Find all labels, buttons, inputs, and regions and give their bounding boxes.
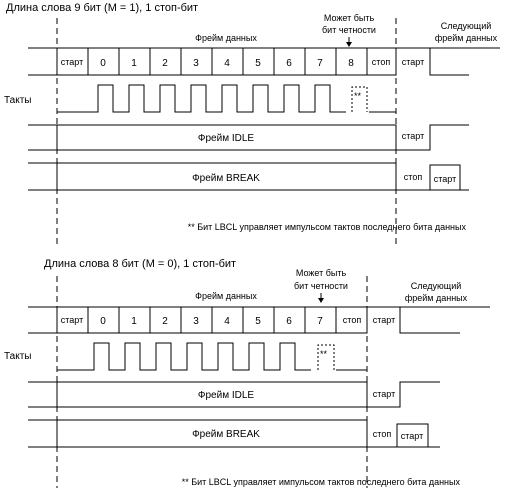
diagram-title: Длина слова 8 бит (М = 0), 1 стоп-бит — [44, 258, 236, 270]
break-frame-label: Фрейм BREAK — [192, 173, 260, 184]
break-stop-label: стоп — [373, 429, 392, 439]
next-frame-line1: Следующий — [411, 281, 462, 291]
idle-frame-label: Фрейм IDLE — [198, 390, 255, 401]
bit-label: 5 — [255, 316, 261, 327]
next-frame-line2: фрейм данных — [405, 293, 468, 303]
bit-label: 3 — [193, 58, 199, 69]
break-frame-row: Фрейм BREAK стоп старт — [28, 162, 469, 191]
break-stop-label: стоп — [404, 172, 423, 182]
parity-note-line1: Может быть — [296, 268, 347, 278]
bit-label: 4 — [224, 58, 230, 69]
next-frame-line1: Следующий — [441, 21, 492, 31]
clock-waveform — [57, 342, 367, 371]
bit-label: 0 — [100, 58, 106, 69]
next-frame-line2: фрейм данных — [435, 33, 498, 43]
bit-label: 7 — [317, 316, 323, 327]
break-next-start-label: старт — [401, 431, 423, 441]
idle-frame-outline — [28, 381, 440, 408]
bit-label: 5 — [255, 58, 261, 69]
bit-label: 4 — [224, 316, 230, 327]
break-frame-label: Фрейм BREAK — [192, 429, 260, 440]
bit-label: 3 — [193, 316, 199, 327]
stop-bit-label: стоп — [372, 57, 391, 67]
bit-label: 6 — [286, 58, 292, 69]
idle-next-start-label: старт — [402, 131, 424, 141]
data-frame-row: старт 0 1 2 3 4 5 6 7 8 стоп старт — [28, 47, 500, 76]
bit-label: 7 — [317, 58, 323, 69]
diagram-8bit: Длина слова 8 бит (М = 0), 1 стоп-бит Мо… — [4, 258, 490, 488]
idle-frame-label: Фрейм IDLE — [198, 133, 255, 144]
next-start-label: старт — [373, 315, 395, 325]
bit-label: 2 — [162, 58, 168, 69]
break-next-start-label: старт — [434, 174, 456, 184]
optional-clock-pulse — [317, 344, 335, 370]
start-bit-label: старт — [61, 315, 83, 325]
diagram-title: Длина слова 9 бит (М = 1), 1 стоп-бит — [6, 2, 198, 14]
parity-arrowhead — [318, 298, 324, 303]
bit-label: 0 — [100, 316, 106, 327]
break-frame-outline — [28, 419, 440, 448]
bit-label: 1 — [131, 58, 137, 69]
parity-arrowhead — [346, 42, 352, 47]
frame-outline — [28, 47, 469, 76]
clock-label: Такты — [4, 351, 31, 362]
frame-label: Фрейм данных — [195, 33, 257, 43]
optional-clock-pulse — [351, 86, 368, 112]
start-bit-label: старт — [61, 57, 83, 67]
next-start-label: старт — [402, 57, 424, 67]
parity-note-line2: бит четности — [322, 25, 376, 35]
lbcl-marker: ** — [320, 349, 328, 359]
bit-label: 2 — [162, 316, 168, 327]
idle-frame-outline — [28, 124, 469, 151]
lbcl-marker: ** — [354, 91, 362, 101]
data-frame-row: старт 0 1 2 3 4 5 6 7 стоп старт — [28, 306, 490, 334]
break-frame-row: Фрейм BREAK стоп старт — [28, 419, 440, 448]
idle-next-start-label: старт — [373, 389, 395, 399]
frame-label: Фрейм данных — [195, 291, 257, 301]
idle-frame-row: Фрейм IDLE старт — [28, 124, 469, 151]
footnote: ** Бит LBCL управляет импульсом тактов п… — [182, 477, 461, 487]
idle-frame-row: Фрейм IDLE старт — [28, 381, 440, 408]
parity-note-line1: Может быть — [324, 13, 375, 23]
clock-label: Такты — [4, 95, 31, 106]
bit-label: 1 — [131, 316, 137, 327]
footnote: ** Бит LBCL управляет импульсом тактов п… — [188, 222, 467, 232]
diagram-9bit: Длина слова 9 бит (М = 1), 1 стоп-бит Мо… — [4, 2, 500, 245]
bit-label: 8 — [348, 58, 354, 69]
stop-bit-label: стоп — [343, 315, 362, 325]
parity-note-line2: бит четности — [294, 281, 348, 291]
clock-waveform — [57, 84, 396, 113]
bit-label: 6 — [286, 316, 292, 327]
